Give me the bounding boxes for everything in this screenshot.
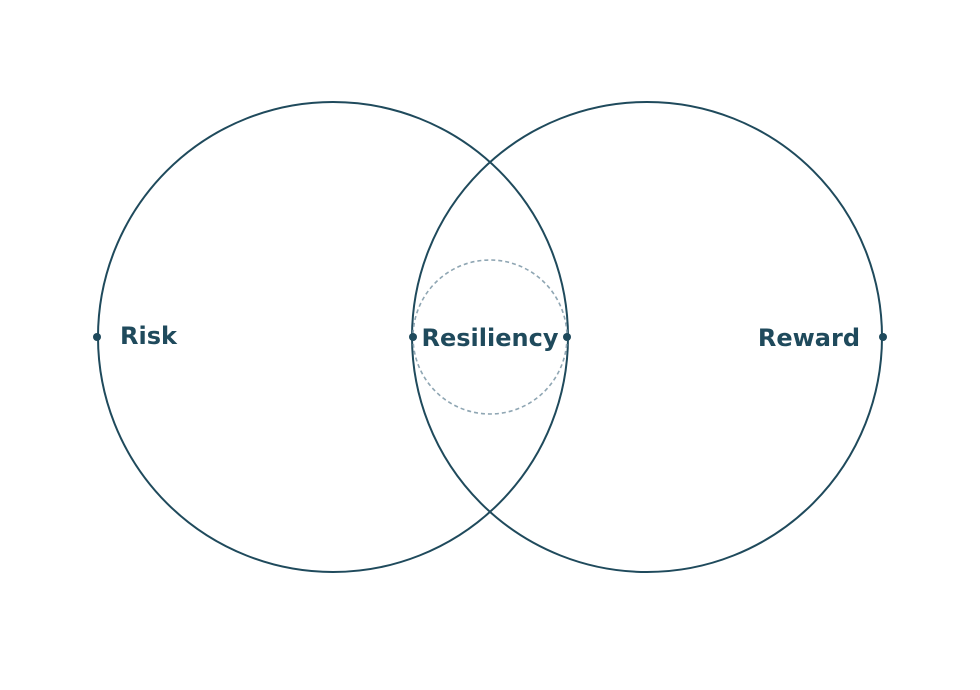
risk-label: Risk xyxy=(120,322,178,350)
risk-outer-dot xyxy=(93,333,101,341)
intersection-left-dot xyxy=(409,333,417,341)
intersection-right-dot xyxy=(563,333,571,341)
reward-outer-dot xyxy=(879,333,887,341)
resiliency-label: Resiliency xyxy=(422,324,559,352)
reward-label: Reward xyxy=(758,324,860,352)
